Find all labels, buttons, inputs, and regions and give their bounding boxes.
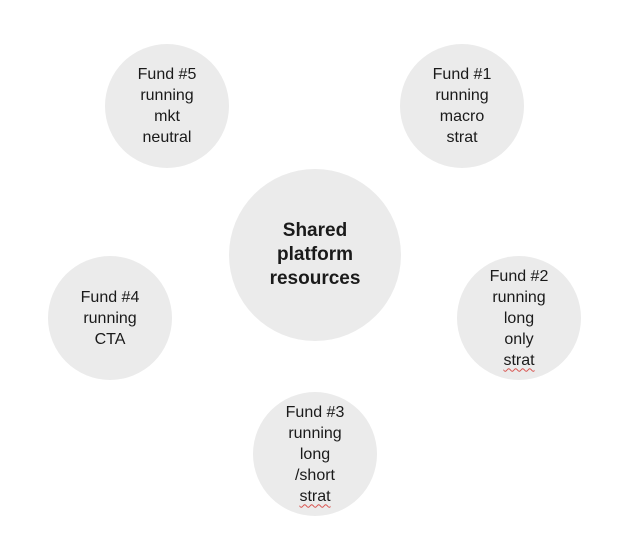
- node-label-line: running: [492, 288, 546, 306]
- node-label-line: neutral: [142, 129, 192, 146]
- node-label-line: Fund #3: [285, 403, 345, 421]
- shared-platform-node[interactable]: Shared platform resources: [229, 169, 401, 341]
- node-label-line: running: [83, 309, 137, 327]
- node-label-line: long: [503, 309, 535, 327]
- node-label-line: strat: [503, 351, 535, 369]
- node-label-line: strat: [299, 487, 331, 505]
- node-label-line: Fund #5: [137, 66, 197, 83]
- fund-3-node[interactable]: Fund #3 running long /short strat: [253, 392, 377, 516]
- fund-1-node[interactable]: Fund #1 running macro strat: [400, 44, 524, 168]
- node-label-line: /short: [294, 466, 335, 484]
- node-label-line: Fund #2: [489, 267, 549, 285]
- fund-4-node[interactable]: Fund #4 running CTA: [48, 256, 172, 380]
- node-label-line: Fund #4: [80, 288, 140, 306]
- node-label-line: platform: [277, 244, 353, 265]
- fund-2-node[interactable]: Fund #2 running long only strat: [457, 256, 581, 380]
- node-label-line: CTA: [94, 330, 126, 348]
- node-label-line: running: [435, 87, 489, 104]
- node-label-line: long: [299, 445, 331, 463]
- node-label-line: Shared: [282, 220, 348, 241]
- node-label-line: resources: [269, 268, 361, 289]
- node-label-line: macro: [439, 108, 485, 125]
- node-label-line: only: [504, 330, 534, 348]
- fund-5-node[interactable]: Fund #5 running mkt neutral: [105, 44, 229, 168]
- node-label-line: strat: [446, 129, 478, 146]
- node-label-line: running: [140, 87, 194, 104]
- node-label-line: Fund #1: [432, 66, 492, 83]
- node-label-line: running: [288, 424, 342, 442]
- node-label-line: mkt: [154, 108, 180, 125]
